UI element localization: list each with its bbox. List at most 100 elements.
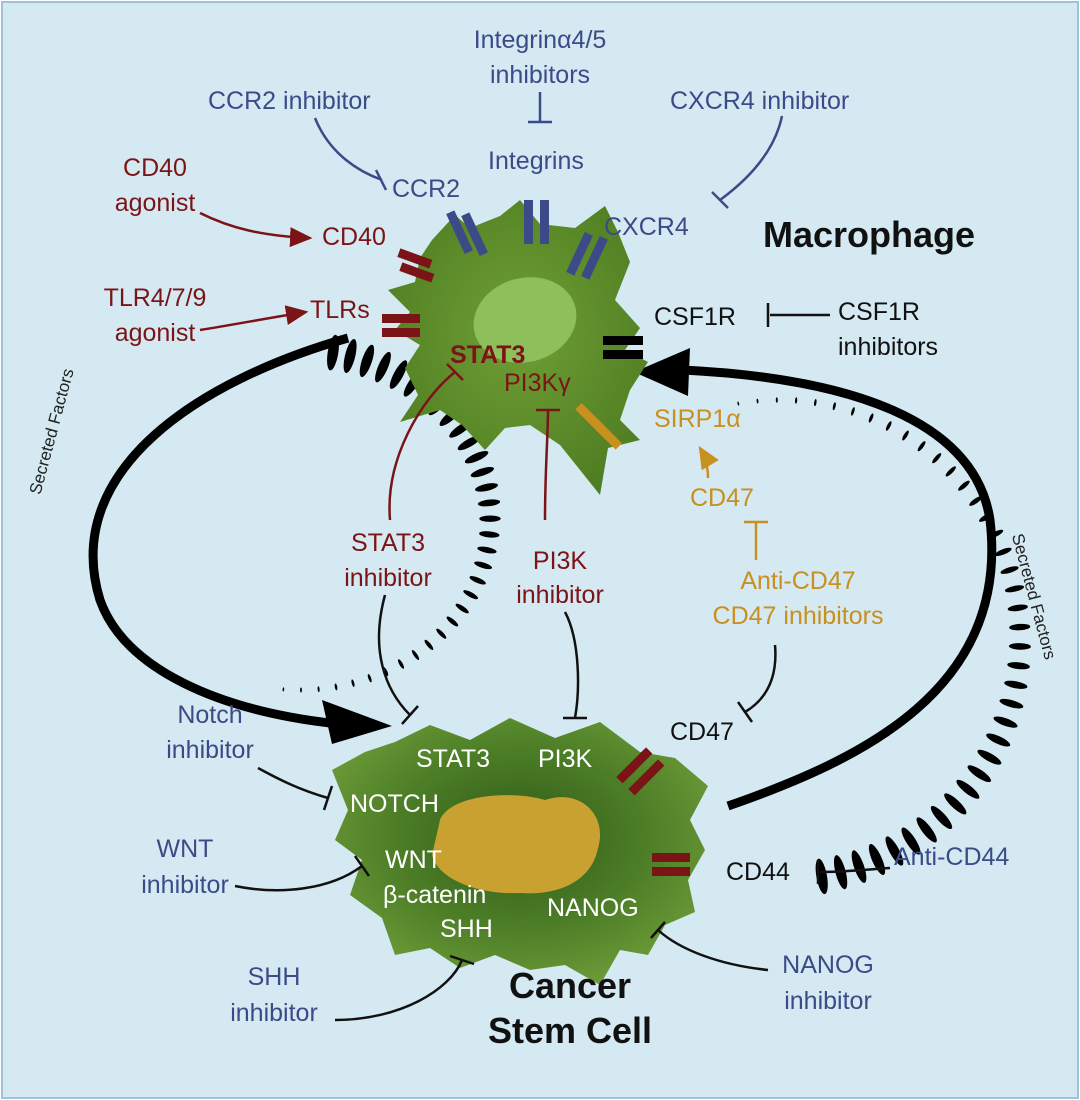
secreted-factor-dash <box>464 450 489 464</box>
tlr-agonist-label-line2: agonist <box>114 319 196 347</box>
secreted-factor-dash <box>300 687 302 693</box>
csc-beta-catenin-label: β-catenin <box>383 881 487 909</box>
pi3k-inhibitor-label-line1: PI3K <box>532 547 588 575</box>
secreted-factor-dash <box>411 650 420 660</box>
csc-wnt-label: WNT <box>385 846 442 874</box>
anti-cd47-label-line1: Anti-CD47 <box>740 567 856 595</box>
secreted-factor-dash <box>1004 585 1025 593</box>
secreted-factor-dash <box>351 679 355 687</box>
secreted-factor-dash <box>327 334 339 371</box>
cancer-stem-cell-title-line1: Cancer <box>508 965 632 1006</box>
nanog-inhibitor-label-line1: NANOG <box>782 951 874 979</box>
csc-cd44-bars <box>652 853 690 876</box>
secreted-factor-dash <box>956 779 980 799</box>
secreted-factor-dash <box>477 546 497 554</box>
secreted-factor-dash <box>1009 623 1031 631</box>
shh-inhibitor-label-line2: inhibitor <box>230 999 318 1027</box>
secreted-factor-dash <box>986 733 1011 747</box>
blue-inhibition-lines <box>313 92 784 209</box>
csf1r-inhibitors-label-line2: inhibitors <box>838 333 939 361</box>
secreted-factor-dash <box>945 466 956 477</box>
notch-inhibitor-label-line2: inhibitor <box>166 736 254 764</box>
secreted-factor-dash <box>885 421 892 431</box>
secreted-factor-dash <box>446 616 459 627</box>
secreted-factor-dash <box>994 547 1012 557</box>
secreted-factor-dash <box>977 749 1002 765</box>
integrins-label: Integrins <box>488 147 584 175</box>
secreted-factor-dash <box>475 483 498 492</box>
stat3-inhibitor-label-line1: STAT3 <box>350 529 426 557</box>
right-cycle-arrowhead <box>634 348 690 396</box>
macrophage-pi3kg-label: PI3Kγ <box>504 369 571 397</box>
secreted-factor-dash <box>317 686 320 693</box>
cd40-receptor-bars <box>397 248 435 283</box>
cd40-agonist-label-line2: agonist <box>114 189 196 217</box>
secreted-factor-dash <box>868 844 886 875</box>
secreted-factor-dash <box>901 827 921 855</box>
csc-nanog-label: NANOG <box>547 894 639 922</box>
csc-shh-label: SHH <box>440 915 493 943</box>
secreted-factor-dash <box>463 590 479 600</box>
pi3k-inhibitor-label-line2: inhibitor <box>516 581 604 609</box>
csc-cd44-label: CD44 <box>726 858 790 886</box>
stat3-inhibitor-label-line2: inhibitor <box>344 564 432 592</box>
csc-cd47-bars <box>616 747 665 796</box>
cd40-agonist-label-line1: CD40 <box>123 154 187 182</box>
secreted-factor-dash <box>1007 604 1028 612</box>
secreted-factor-dash <box>282 687 285 692</box>
anti-cd47-label-line2: CD47 inhibitors <box>712 602 884 630</box>
csc-stat3-label: STAT3 <box>416 745 491 773</box>
secreted-factor-dash <box>737 401 740 406</box>
secreted-factor-dash <box>470 466 494 478</box>
ccr2-receptor-bars <box>446 210 488 257</box>
secreted-factor-dash <box>1008 643 1031 650</box>
cancer-stem-cell-title-line2: Stem Cell <box>487 1010 653 1051</box>
nanog-inhibitor-label-line2: inhibitor <box>784 987 872 1015</box>
shh-inhibitor-label-line1: SHH <box>247 963 301 991</box>
secreted-factor-dash <box>775 397 778 403</box>
secreted-factor-dash <box>885 836 904 866</box>
cd47-macrophage-side-label: CD47 <box>690 484 754 512</box>
secreted-factor-dash <box>850 407 855 416</box>
secreted-factor-dash <box>436 628 447 639</box>
secreted-factor-dash <box>794 397 798 404</box>
secreted-factor-dash <box>944 793 967 815</box>
sirp1a-label: SIRP1α <box>654 405 741 433</box>
csc-pi3k-label: PI3K <box>538 745 593 773</box>
secreted-factors-arrows <box>88 333 1031 895</box>
secreted-factor-dash <box>477 499 501 507</box>
macrophage-stat3-pi3k-inhibition <box>388 363 560 521</box>
csc-nucleus <box>432 795 601 894</box>
cxcr4-inhibitor-label: CXCR4 inhibitor <box>670 87 850 115</box>
tlr-receptor-bars <box>382 314 420 337</box>
macrophage-cell <box>382 200 648 495</box>
right-dashes <box>737 397 1031 895</box>
tlr-agonist-label-line1: TLR4/7/9 <box>103 284 207 312</box>
csc-cd47-label: CD47 <box>670 718 734 746</box>
macrophage-nucleus <box>473 277 577 363</box>
anti-cd44-label: Anti-CD44 <box>894 843 1010 871</box>
secreted-factor-dash <box>397 659 405 669</box>
secreted-factor-dash <box>987 529 1004 539</box>
tlrs-label: TLRs <box>310 296 370 324</box>
secreted-factor-dash <box>979 512 994 522</box>
integrin-inhibitors-label-line1: Integrinα4/5 <box>473 26 607 54</box>
cxcr4-receptor-bars <box>566 231 608 280</box>
notch-inhibitor-label-line1: Notch <box>177 701 243 729</box>
wnt-inhibitor-label-line2: inhibitor <box>141 871 229 899</box>
secreted-factor-dash <box>367 674 372 683</box>
secreted-factor-dash <box>334 683 338 691</box>
secreted-factor-dash <box>375 351 391 383</box>
secreted-factor-dash <box>469 576 486 585</box>
gold-cd47-lines <box>698 445 768 560</box>
integrin-receptor-bars <box>524 200 549 244</box>
csf1r-label: CSF1R <box>654 303 736 331</box>
secreted-factor-dash <box>999 698 1024 709</box>
ccr2-label: CCR2 <box>392 175 461 203</box>
secreted-factor-dash <box>832 402 836 411</box>
secreted-factor-dash <box>479 531 500 538</box>
wnt-inhibitor-label-line1: WNT <box>156 835 214 863</box>
macrophage-title: Macrophage <box>763 214 976 255</box>
secreted-factor-dash <box>474 561 493 570</box>
